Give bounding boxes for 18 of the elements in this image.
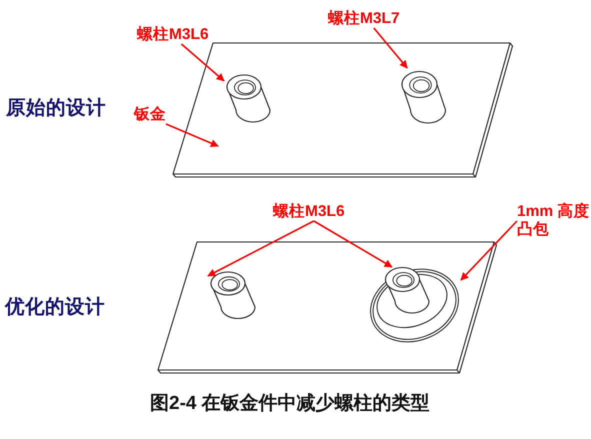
callout-label: 螺柱M3L7 [328, 10, 400, 28]
leader-arrow [313, 220, 393, 268]
sheet-metal-plate [172, 42, 516, 179]
leader-arrow [373, 27, 408, 69]
callout-label: 螺柱M3L6 [273, 203, 345, 221]
figure-caption: 图2-4 在钣金件中减少螺柱的类型 [150, 393, 430, 415]
callout-label: 螺柱M3L6 [137, 26, 209, 44]
leader-arrow [180, 43, 225, 82]
callout-label: 钣金 [134, 106, 166, 124]
section-label: 原始的设计 [6, 97, 106, 119]
callout-label: 1mm 高度凸包 [517, 203, 591, 239]
leader-arrow [207, 220, 314, 277]
standoff-cylinder [208, 269, 258, 322]
sheet-metal-plate [157, 241, 499, 375]
leader-arrow [460, 220, 518, 281]
section-label: 优化的设计 [5, 296, 105, 318]
emboss-ring [368, 267, 461, 344]
leader-arrow [166, 123, 219, 147]
